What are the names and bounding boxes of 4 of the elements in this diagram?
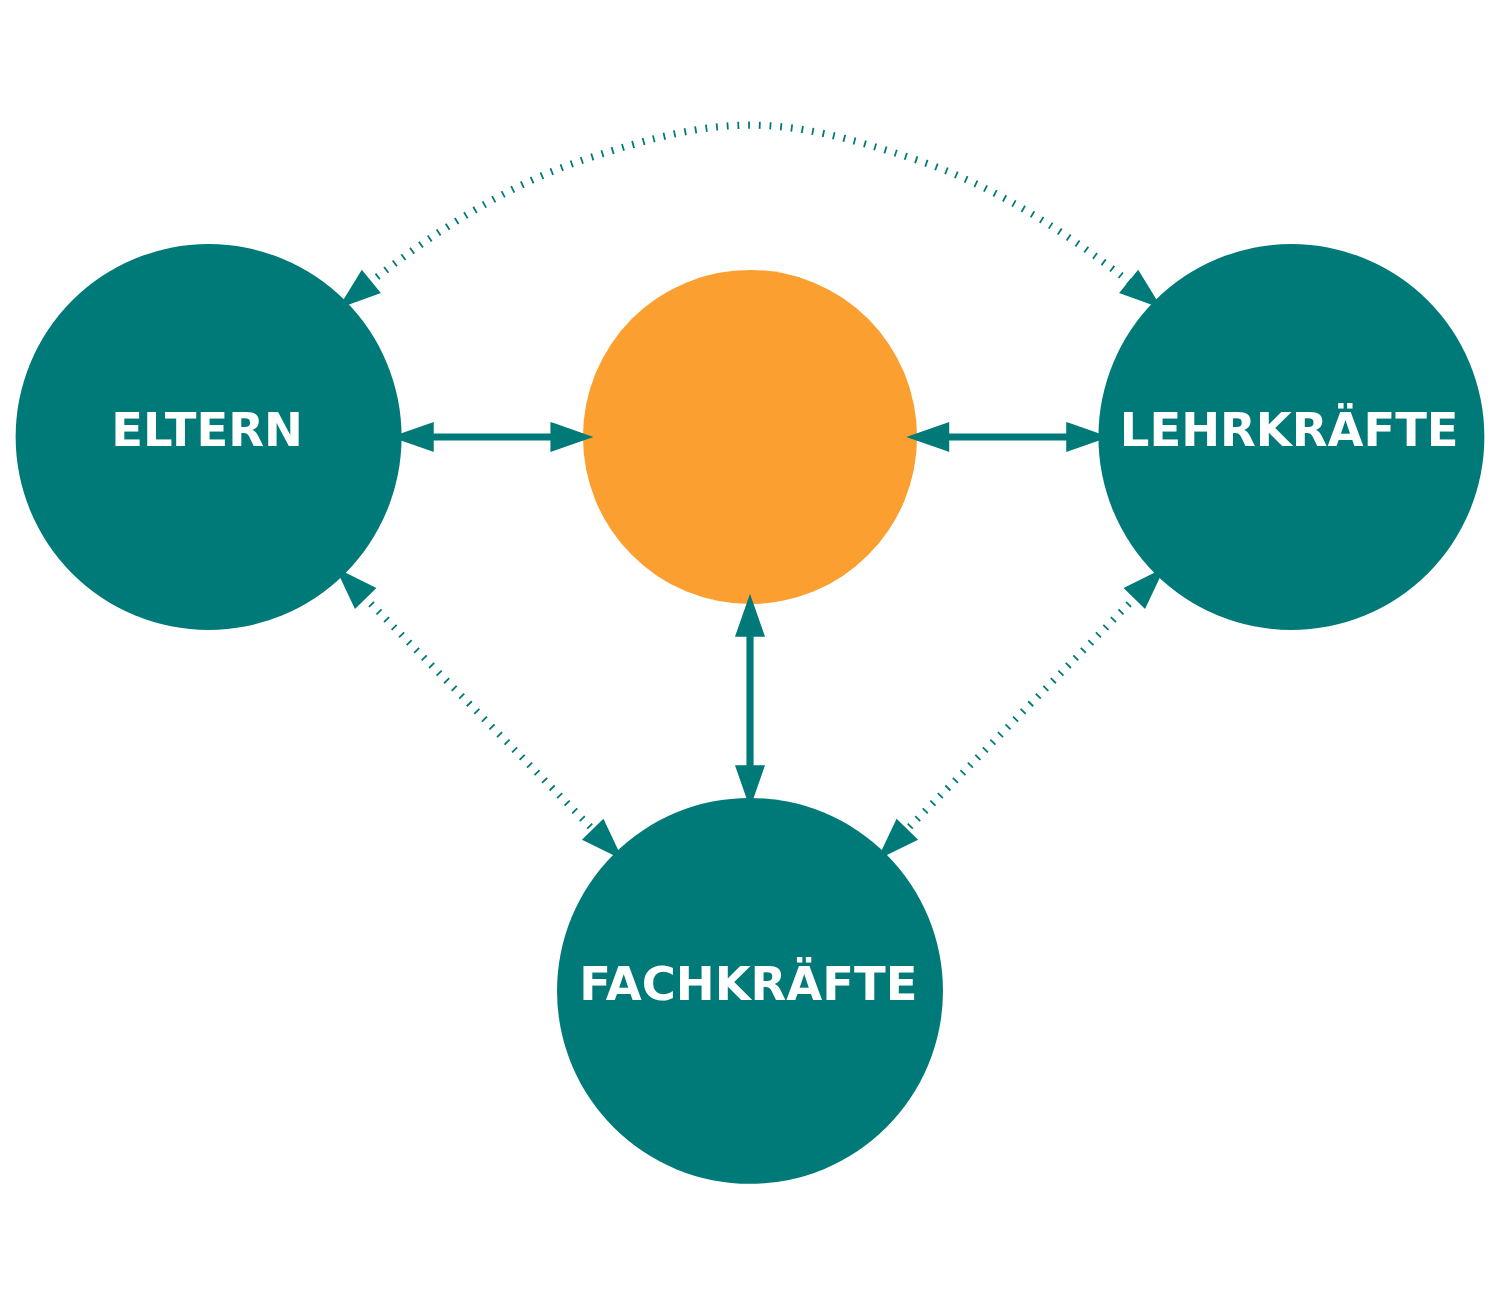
node-circle: ELTERN <box>15 244 402 630</box>
node-circle: LEHRKRÄFTE <box>1098 244 1485 630</box>
node-circle: FACHKRÄFTE <box>557 797 943 1184</box>
node-circle <box>582 269 918 605</box>
